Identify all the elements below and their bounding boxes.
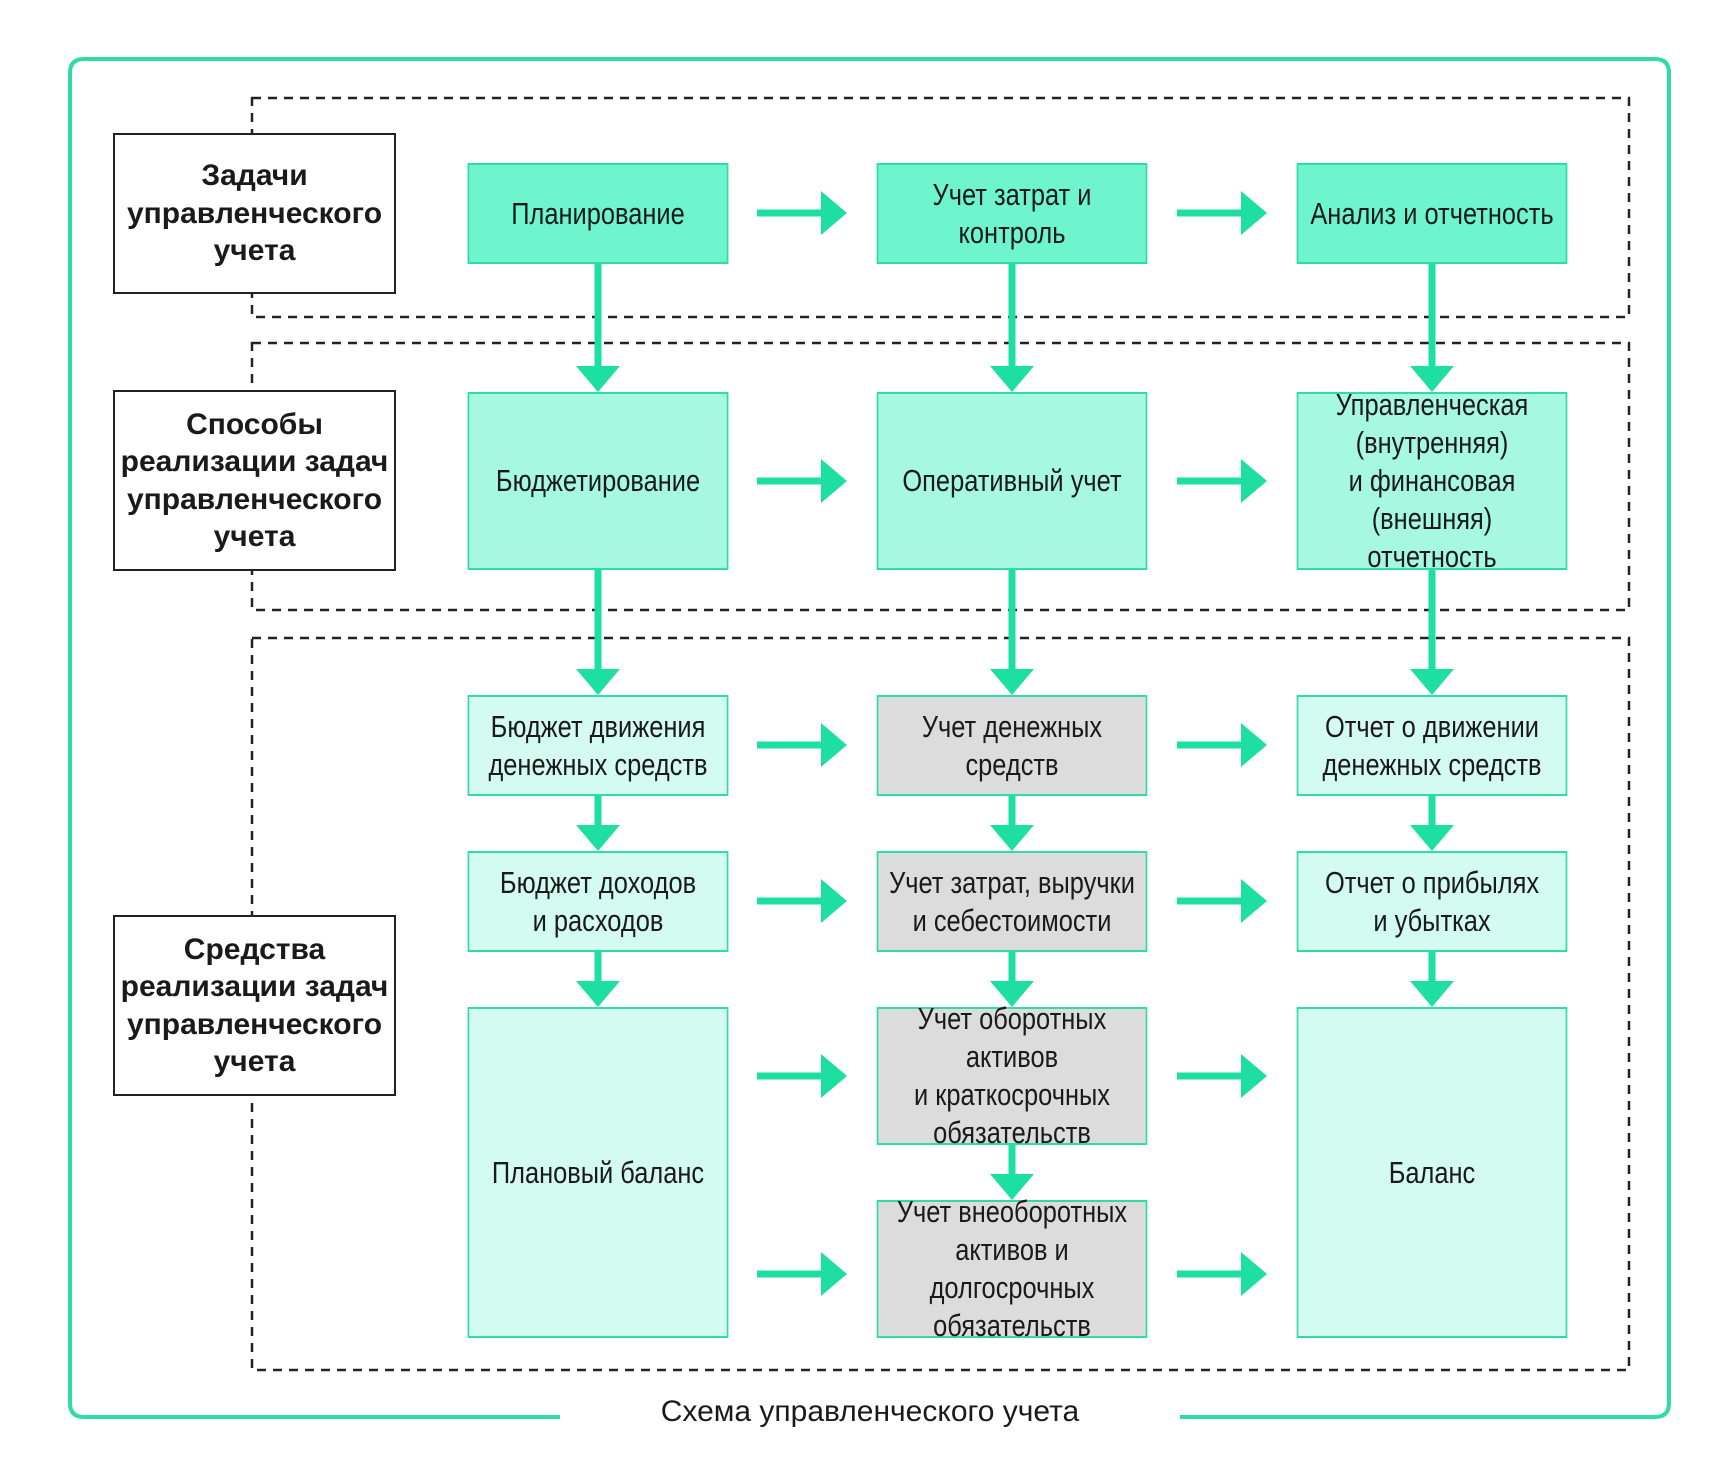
arrow-head-14 bbox=[576, 825, 620, 851]
arrow-head-3 bbox=[1241, 459, 1267, 503]
node-noncurrent-assets: Учет внеоборотных активов и долгосрочных… bbox=[876, 1194, 1148, 1343]
node-balance: Баланс bbox=[1296, 1007, 1568, 1338]
row-label-tasks: Задачи управленческого учета bbox=[113, 133, 396, 294]
arrow-head-7 bbox=[576, 669, 620, 695]
row-label-methods: Способы реализации задач управленческого… bbox=[113, 390, 396, 571]
node-analysis: Анализ и отчетность bbox=[1296, 163, 1568, 264]
arrow-head-22 bbox=[1241, 1054, 1267, 1098]
arrow-head-6 bbox=[1410, 366, 1454, 392]
node-cost-control: Учет затрат и контроль bbox=[876, 163, 1148, 264]
arrow-head-11 bbox=[1241, 723, 1267, 767]
arrow-head-2 bbox=[821, 459, 847, 503]
arrow-head-0 bbox=[821, 191, 847, 235]
node-current-assets: Учет оборотных активов и краткосрочных о… bbox=[876, 1001, 1148, 1150]
row-label-tools: Средства реализации задач управленческог… bbox=[113, 915, 396, 1096]
node-planned-balance: Плановый баланс bbox=[467, 1007, 729, 1338]
arrow-head-8 bbox=[990, 669, 1034, 695]
node-income-budget: Бюджет доходов и расходов bbox=[467, 851, 729, 952]
arrow-head-23 bbox=[821, 1252, 847, 1296]
arrow-head-19 bbox=[1410, 981, 1454, 1007]
arrow-head-1 bbox=[1241, 191, 1267, 235]
arrow-head-24 bbox=[1241, 1252, 1267, 1296]
arrow-head-9 bbox=[1410, 669, 1454, 695]
arrow-head-16 bbox=[1410, 825, 1454, 851]
node-cash-report: Отчет о движении денежных средств bbox=[1296, 695, 1568, 796]
arrow-head-12 bbox=[821, 879, 847, 923]
node-planning: Планирование bbox=[467, 163, 729, 264]
arrow-head-21 bbox=[821, 1054, 847, 1098]
node-reporting: Управленческая (внутренняя) и финансовая… bbox=[1296, 387, 1568, 574]
diagram-caption: Схема управленческого учета bbox=[560, 1395, 1180, 1429]
node-budgeting: Бюджетирование bbox=[467, 392, 729, 570]
node-cash-accounting: Учет денежных средств bbox=[876, 695, 1148, 796]
arrow-head-15 bbox=[990, 825, 1034, 851]
section-tools bbox=[250, 636, 1631, 1372]
node-operational: Оперативный учет bbox=[876, 392, 1148, 570]
outer-frame bbox=[68, 57, 1671, 1419]
arrow-head-20 bbox=[990, 1174, 1034, 1200]
section-tasks bbox=[250, 96, 1631, 319]
arrows-layer bbox=[576, 191, 1454, 1296]
arrow-head-4 bbox=[576, 366, 620, 392]
node-cash-budget: Бюджет движения денежных средств bbox=[467, 695, 729, 796]
arrow-head-5 bbox=[990, 366, 1034, 392]
node-pnl-report: Отчет о прибылях и убытках bbox=[1296, 851, 1568, 952]
arrow-head-17 bbox=[576, 981, 620, 1007]
node-cost-revenue: Учет затрат, выручки и себестоимости bbox=[876, 851, 1148, 952]
arrow-head-18 bbox=[990, 981, 1034, 1007]
arrow-head-10 bbox=[821, 723, 847, 767]
arrow-head-13 bbox=[1241, 879, 1267, 923]
